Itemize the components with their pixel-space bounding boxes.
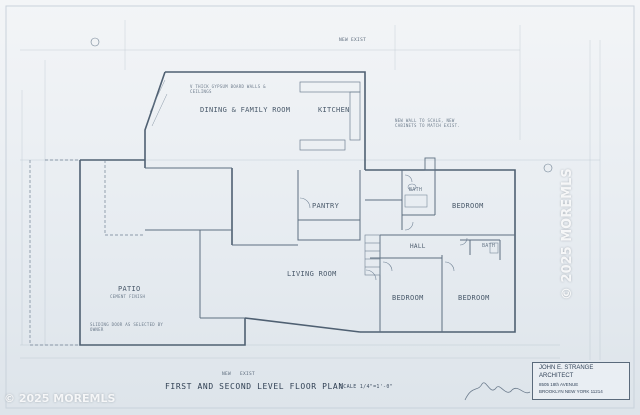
dimension-lines [20,20,601,360]
architect-city: BROOKLYN NEW YORK 11214 [539,389,603,394]
room-label-bedroom-left: BEDROOM [392,294,424,302]
room-label-kitchen: KITCHEN [318,106,350,114]
marker-new-exist-top: NEW EXIST [339,38,367,43]
chimney [424,157,436,171]
marker-new: NEW [222,372,232,377]
note-kitchen-wall: NEW WALL TO SCALE, NEW CABINETS TO MATCH… [395,118,460,128]
room-label-dining-family: DINING & FAMILY ROOM [200,106,291,114]
room-label-bath-lower: BATH [482,243,496,249]
patio-finish-label: CEMENT FINISH [110,294,146,299]
architect-title: ARCHITECT [539,373,574,379]
kitchen-counters [299,81,361,151]
angled-wall [149,79,168,127]
marker-exist: EXIST [240,372,256,377]
plan-scale: SCALE 1/4"=1'-0" [340,384,393,390]
watermark-side: © 2025 MOREMLS [560,168,575,300]
exterior-walls [79,71,516,346]
architect-name: JOHN E. STRANGE [539,365,594,371]
architect-title-block: JOHN E. STRANGE ARCHITECT 8505 18th AVEN… [532,362,630,400]
watermark-bottom: © 2025 MOREMLS [4,392,116,405]
sheet-border [5,5,635,409]
note-gypsum: V THICK GYPSUM BOARD WALLS & CEILINGS [190,84,266,94]
room-label-living: LIVING ROOM [287,270,337,278]
plan-title: FIRST AND SECOND LEVEL FLOOR PLAN [165,382,344,391]
room-label-bedroom-top: BEDROOM [452,202,484,210]
stair [364,234,381,276]
room-label-bedroom-right: BEDROOM [458,294,490,302]
bath-fixtures [404,183,499,254]
room-label-hall: HALL [410,243,426,250]
room-label-bath-upper: BATH [409,187,423,193]
section-markers [90,37,553,173]
architect-address: 8505 18th AVENUE [539,382,579,387]
architect-signature [464,382,531,401]
room-label-patio: PATIO [118,285,141,293]
room-label-pantry: PANTRY [312,202,340,210]
door-swings [299,174,468,281]
patio-outline [29,159,145,346]
note-patio-door: SLIDING DOOR AS SELECTED BY OWNER [90,322,164,332]
interior-walls [145,167,515,332]
